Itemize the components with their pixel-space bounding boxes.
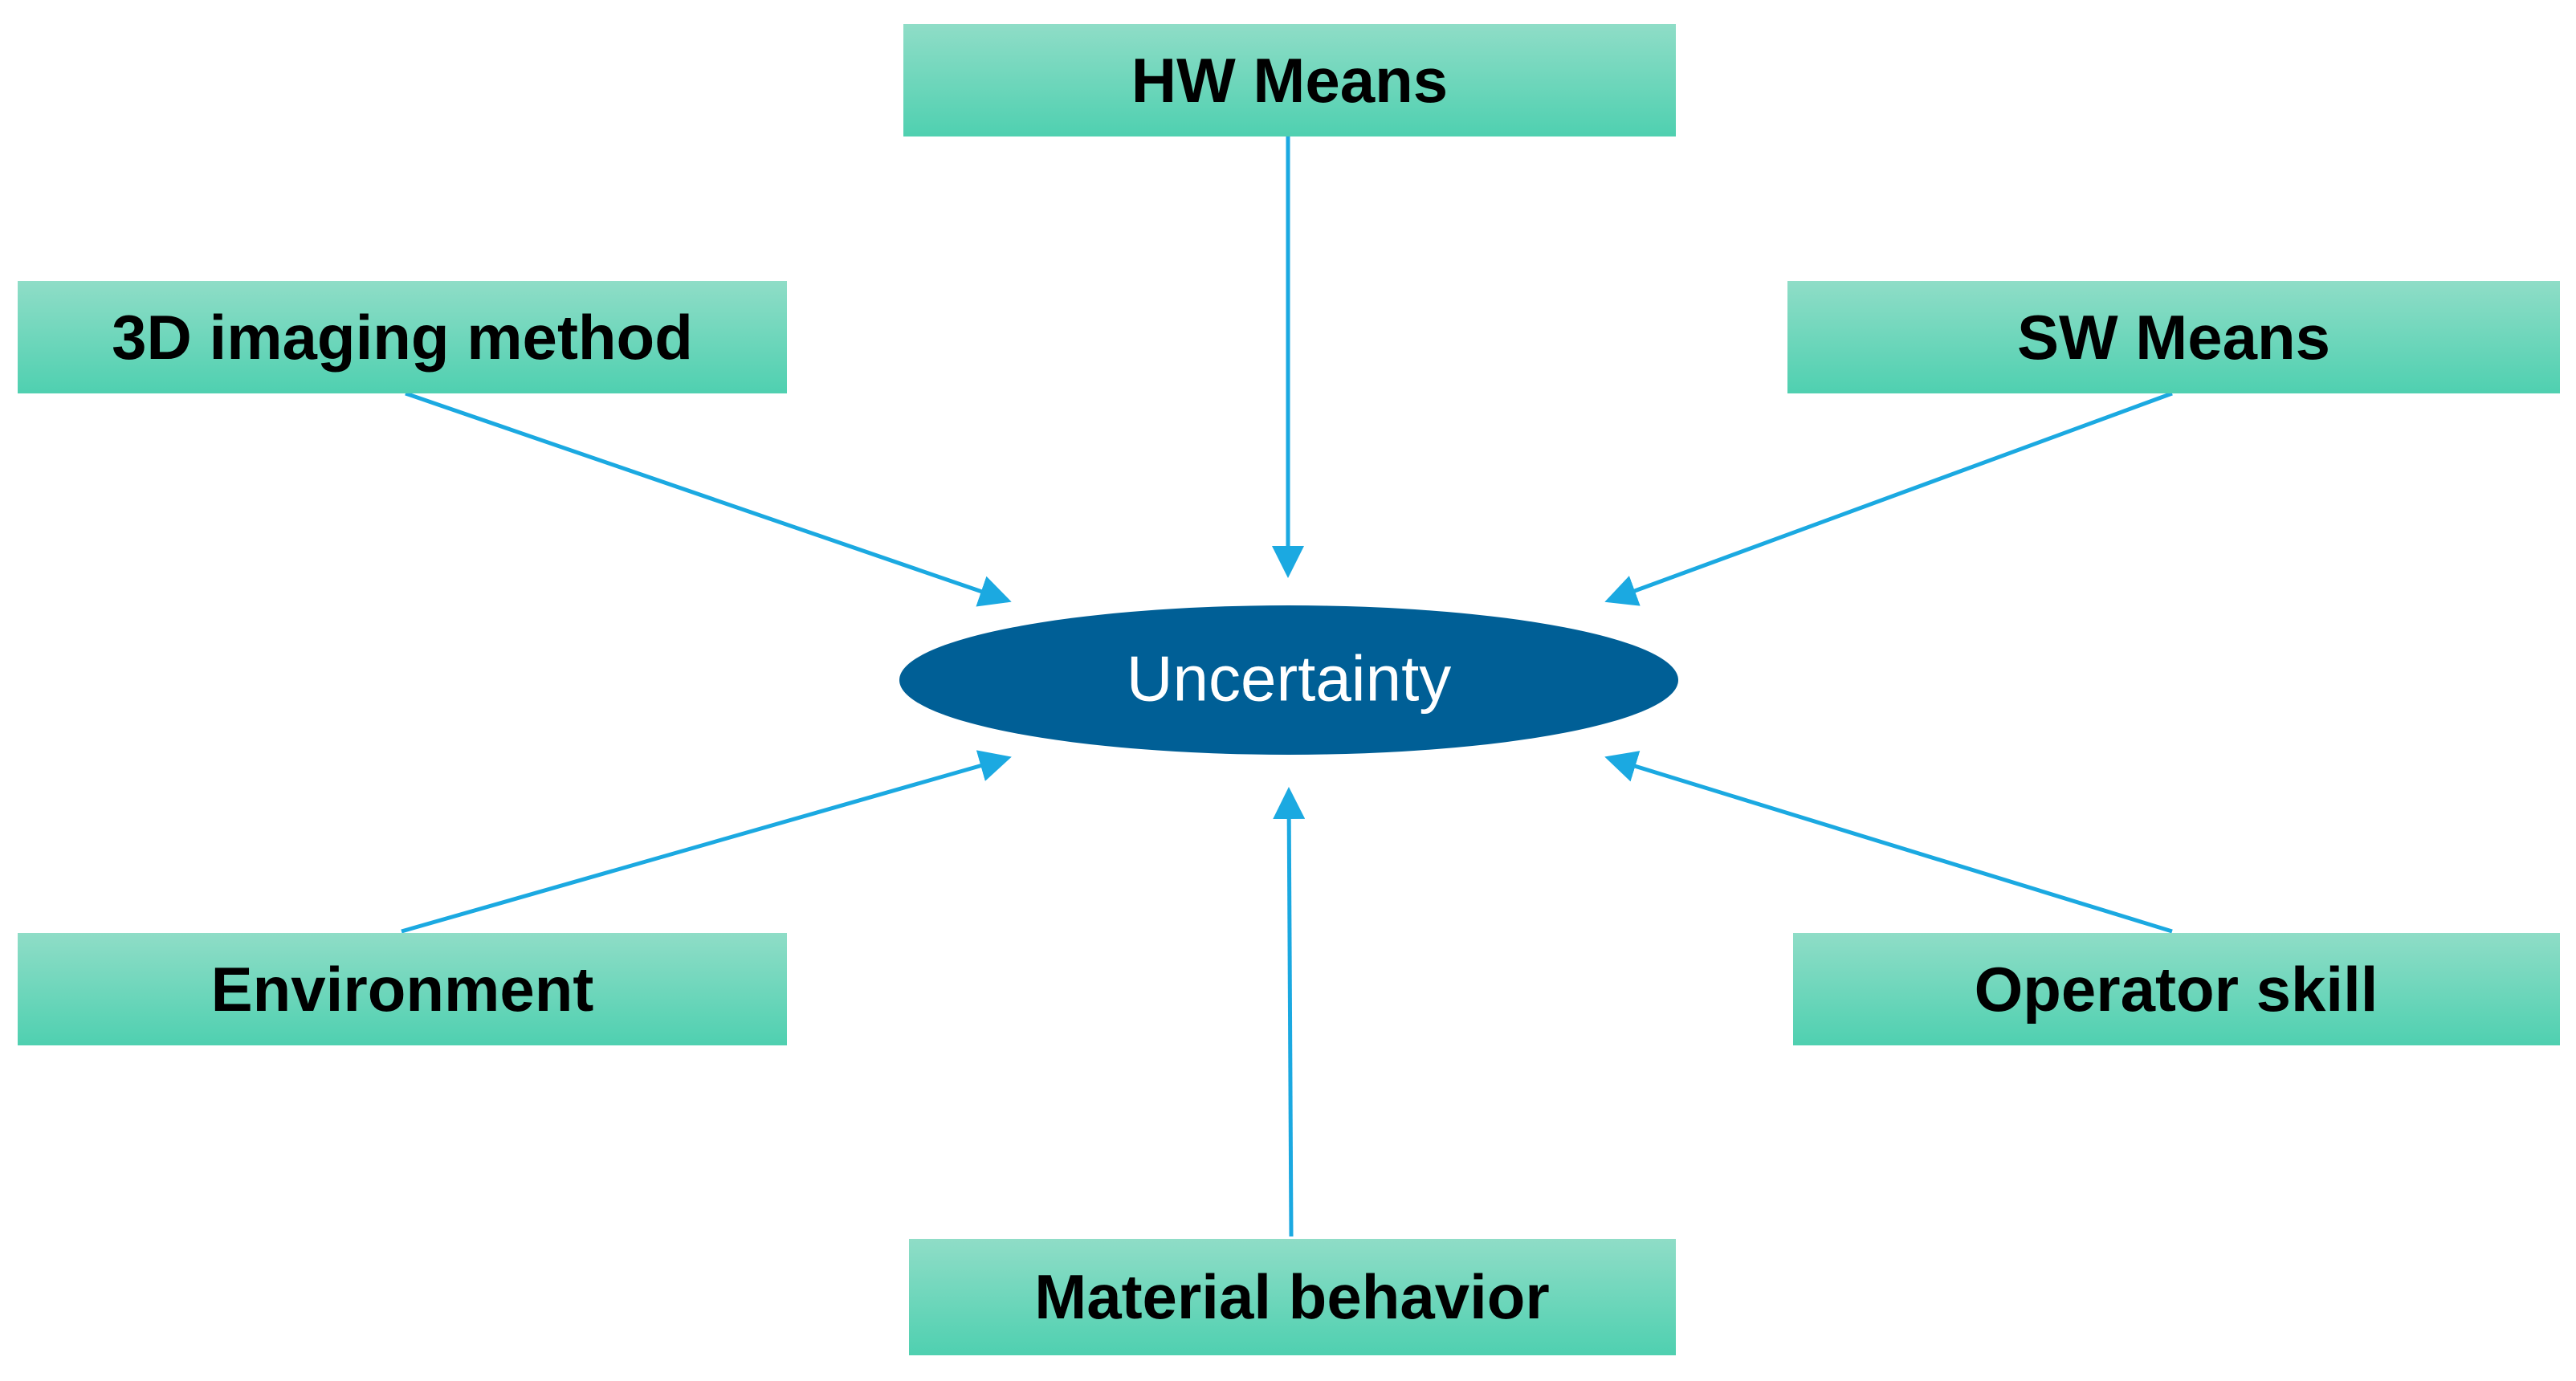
factor-label: Environment [211,954,594,1025]
factor-box [903,24,1676,136]
factor-label: Operator skill [1975,954,2378,1025]
factor-box [18,281,787,393]
factor-hw-means: HW Means [903,24,1676,136]
factor-box [1793,933,2560,1045]
factor-operator-skill: Operator skill [1793,933,2560,1045]
arrow-material-behavior [1273,787,1306,1237]
uncertainty-ellipse [899,605,1678,755]
factor-box [18,933,787,1045]
center-node: Uncertainty [899,605,1678,755]
factor-imaging-method: 3D imaging method [18,281,787,393]
factor-sw-means: SW Means [1787,281,2560,393]
factor-label: Material behavior [1034,1261,1550,1332]
factor-label: HW Means [1131,45,1448,116]
factor-label: 3D imaging method [112,302,693,373]
factor-box [1787,281,2560,393]
arrows [401,136,2173,1237]
arrow-operator-skill [1604,751,2173,934]
factor-environment: Environment [18,933,787,1045]
factor-material-behavior: Material behavior [909,1239,1676,1355]
factor-box [909,1239,1676,1355]
center-label: Uncertainty [1127,643,1452,715]
arrow-imaging-method [405,391,1012,607]
arrow-environment [401,750,1012,934]
arrow-sw-means [1604,391,2173,606]
factor-label: SW Means [2017,302,2330,373]
